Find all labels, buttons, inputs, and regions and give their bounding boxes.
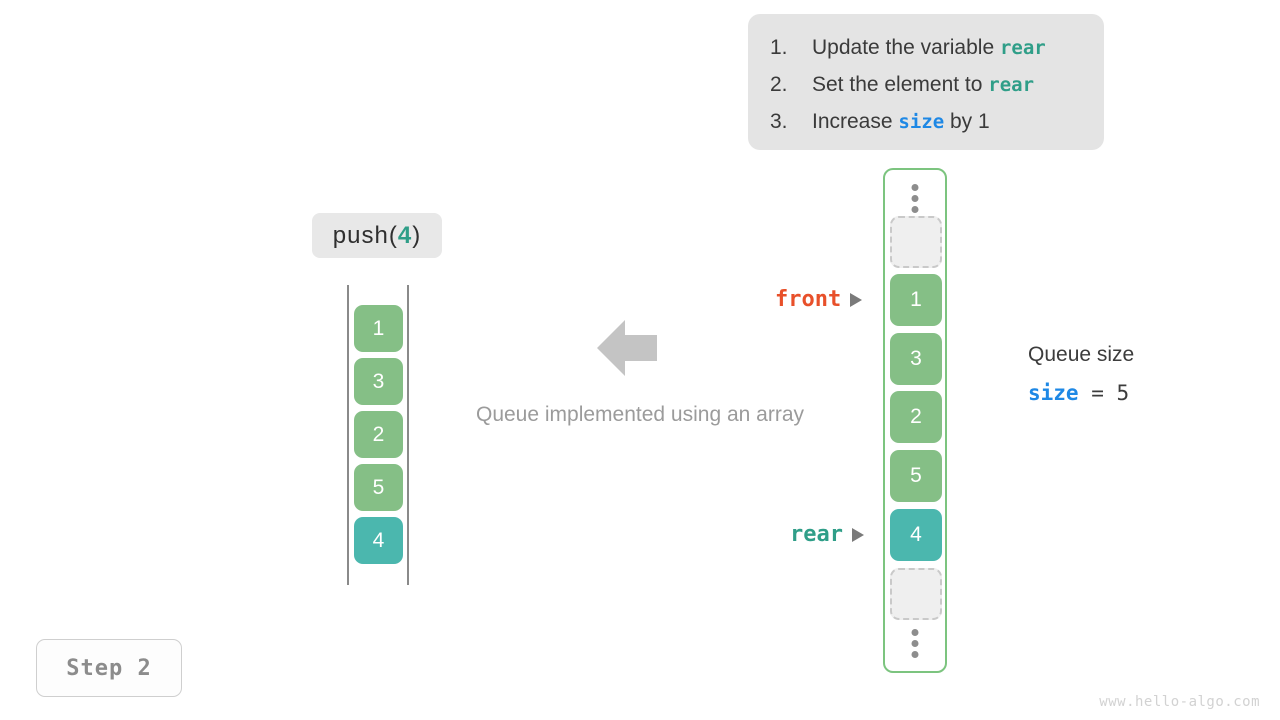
instruction-item-3-code: size [898, 111, 945, 133]
instruction-item-3-pre: Increase [812, 110, 899, 133]
rear-pointer: rear [790, 522, 864, 547]
array-cell: 5 [890, 450, 942, 502]
queue-size-value: 5 [1116, 381, 1130, 405]
instruction-item-3-post: by 1 [944, 110, 990, 133]
abstract-queue: 1 3 2 5 4 [340, 285, 416, 585]
diagram-caption: Queue implemented using an array [475, 403, 805, 426]
instruction-item-2-number: 2. [770, 73, 788, 96]
rear-pointer-label: rear [790, 522, 843, 547]
queue-cell: 3 [354, 358, 403, 405]
instruction-item-1-number: 1. [770, 36, 788, 59]
operation-close-paren: ) [412, 221, 422, 249]
abstract-queue-cells: 1 3 2 5 4 [354, 305, 403, 570]
front-pointer-label: front [775, 287, 842, 312]
instruction-panel: 1. Update the variable rear 2. Set the e… [748, 14, 1104, 150]
array-container: 1 3 2 5 4 [883, 168, 947, 673]
instruction-item-3: 3. Increase size by 1 [748, 110, 1104, 147]
instruction-item-2-code: rear [988, 74, 1035, 96]
instruction-item-1: 1. Update the variable rear [748, 36, 1104, 73]
array-cell: 3 [890, 333, 942, 385]
rear-pointer-arrow-icon [851, 527, 864, 542]
queue-size-expression: size = 5 [1028, 381, 1134, 405]
instruction-item-3-text: Increase size by 1 [812, 110, 990, 134]
instruction-item-2-pre: Set the element to [812, 73, 989, 96]
queue-bracket-left [347, 285, 349, 585]
instruction-item-3-number: 3. [770, 110, 788, 133]
queue-cell-highlighted: 4 [354, 517, 403, 564]
queue-size-block: Queue size size = 5 [1028, 343, 1134, 405]
operation-name: push( [332, 221, 398, 249]
instruction-item-1-text: Update the variable rear [812, 36, 1046, 60]
queue-cell: 1 [354, 305, 403, 352]
queue-size-label: Queue size [1028, 343, 1135, 366]
queue-bracket-right [407, 285, 409, 585]
operation-label: push(4) [312, 213, 442, 258]
instruction-item-1-pre: Update the variable [812, 36, 1000, 59]
instruction-item-2: 2. Set the element to rear [748, 73, 1104, 110]
queue-cell: 2 [354, 411, 403, 458]
array-cell: 1 [890, 274, 942, 326]
front-pointer: front [775, 287, 863, 312]
array-cell: 2 [890, 391, 942, 443]
left-arrow-icon [597, 320, 657, 376]
queue-size-variable: size [1028, 381, 1079, 405]
queue-size-equals: = [1078, 381, 1117, 405]
ellipsis-bottom-icon [911, 629, 919, 658]
front-pointer-arrow-icon [850, 292, 863, 307]
instruction-item-2-text: Set the element to rear [812, 73, 1034, 97]
watermark: www.hello-algo.com [1099, 694, 1260, 710]
array-cell-empty [890, 568, 942, 620]
operation-argument: 4 [397, 221, 413, 249]
array-cell-empty [890, 216, 942, 268]
queue-cell: 5 [354, 464, 403, 511]
instruction-item-1-code: rear [999, 37, 1046, 59]
ellipsis-top-icon [911, 184, 919, 213]
array-cell-highlighted: 4 [890, 509, 942, 561]
step-badge: Step 2 [36, 639, 182, 697]
